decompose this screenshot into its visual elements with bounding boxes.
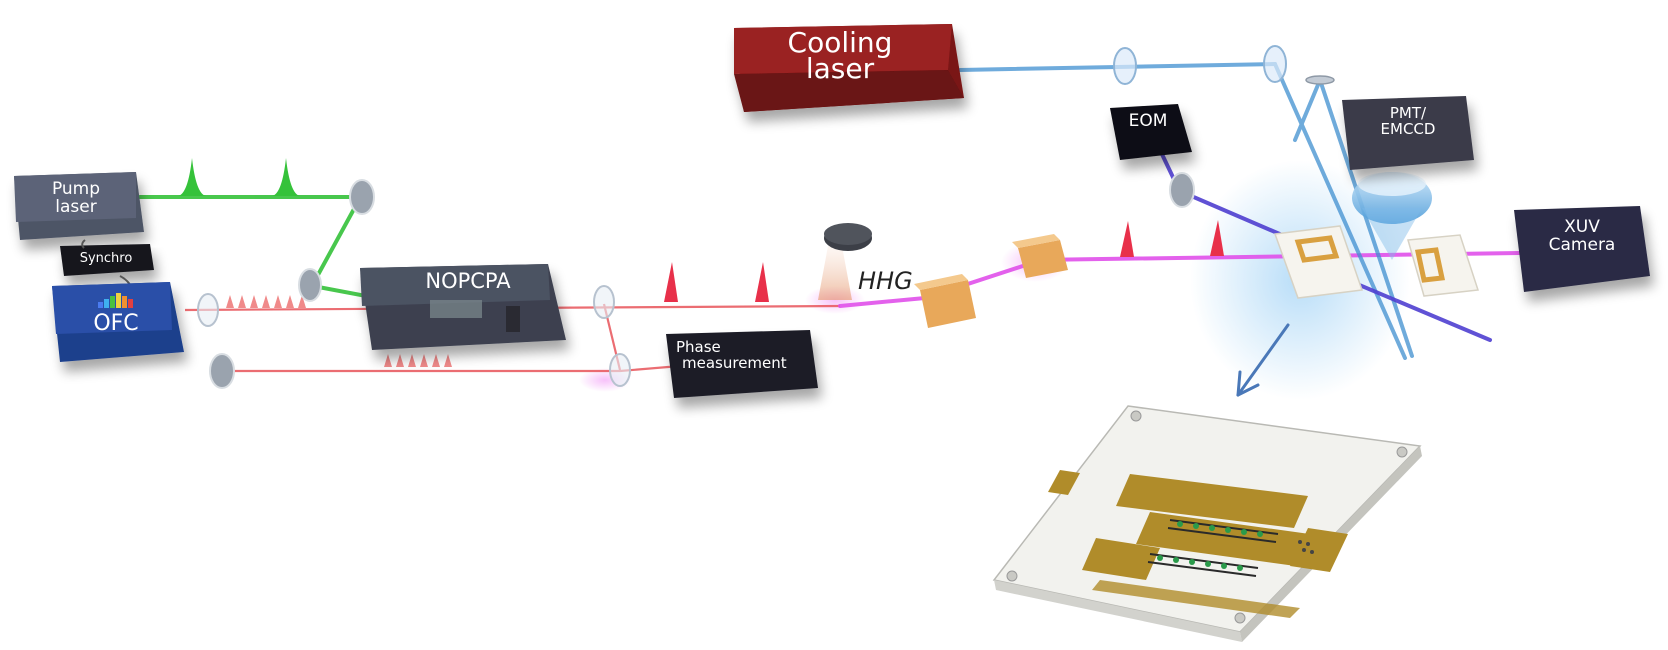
lens <box>1113 45 1287 85</box>
synchro-label: Synchro <box>80 251 133 266</box>
pump-laser-label-2: laser <box>55 197 96 217</box>
xuv-label: XUV <box>1564 217 1600 237</box>
beamsplitter <box>197 285 631 387</box>
pulse-train <box>226 295 452 367</box>
spectrum-icon <box>98 293 133 308</box>
xuv-pulse <box>1120 221 1134 257</box>
eom-label: EOM <box>1129 111 1168 131</box>
pump-laser-box <box>14 172 144 240</box>
emccd-label: EMCCD <box>1381 120 1436 138</box>
nopcpa-label: NOPCPA <box>425 269 511 293</box>
pmt-label: PMT/ <box>1390 104 1427 122</box>
gas-jet <box>818 223 872 300</box>
red-pulse <box>755 262 769 302</box>
synchro-box <box>60 244 154 276</box>
cooling-laser-box <box>734 24 964 112</box>
objective-lens <box>1352 172 1432 260</box>
green-pulse <box>272 158 300 196</box>
green-pulse <box>178 158 206 196</box>
phase-label: Phase <box>676 338 721 356</box>
cable <box>81 239 86 249</box>
red-pulse <box>664 262 678 302</box>
zoom-arrow <box>1236 323 1290 397</box>
cooling-laser-label: Cooling <box>788 26 893 59</box>
pump-laser-label: Pump <box>52 179 100 199</box>
pmt-emccd-box <box>1342 96 1474 170</box>
eom-box <box>1110 104 1192 160</box>
ofc-label: OFC <box>93 311 138 336</box>
cooling-laser-label-2: laser <box>806 52 875 85</box>
phase-measurement-box <box>666 330 818 398</box>
xuv-camera-box <box>1514 206 1650 292</box>
xuv-pulse <box>1210 220 1224 256</box>
xuv-optic <box>914 234 1068 328</box>
measurement-label: measurement <box>682 354 787 372</box>
nopcpa-box <box>360 264 566 350</box>
hhg-label: HHG <box>858 267 913 295</box>
trap-chip-detail <box>992 405 1422 642</box>
mirror <box>209 172 1195 389</box>
ion-trap <box>1273 225 1479 299</box>
camera-label: Camera <box>1549 235 1616 255</box>
small-mirror <box>1305 75 1335 85</box>
